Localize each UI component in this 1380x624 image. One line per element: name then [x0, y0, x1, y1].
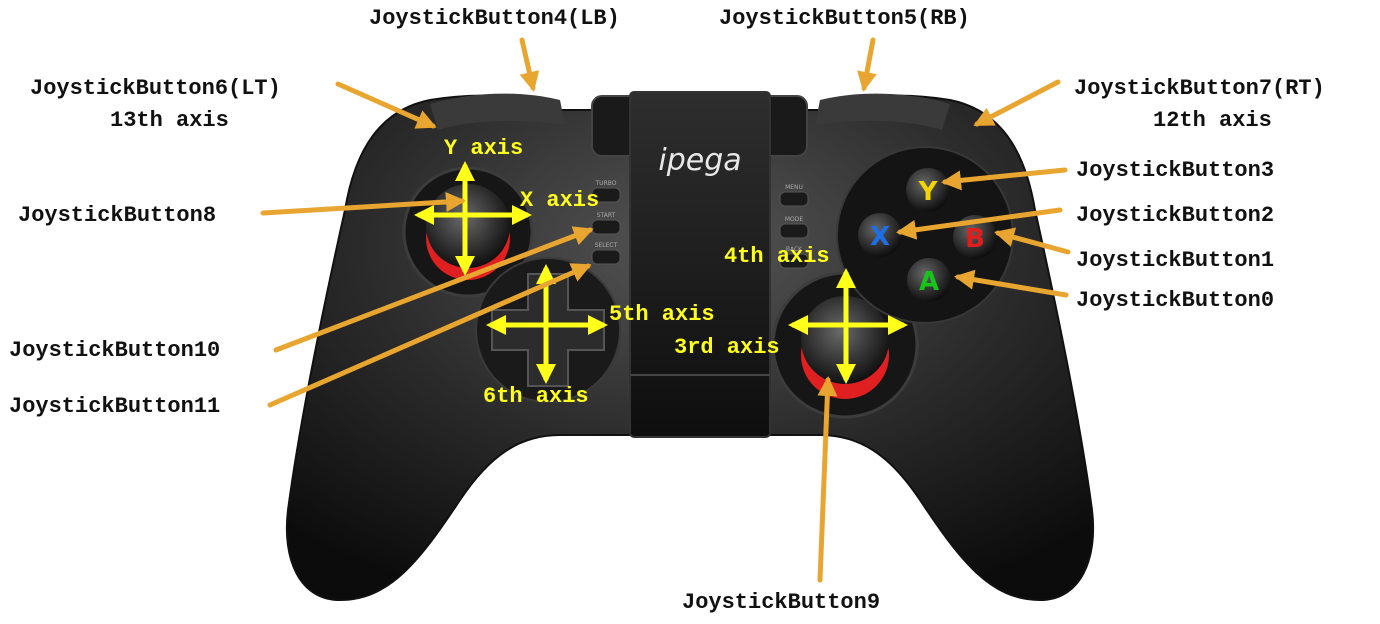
back-label: BACK [786, 246, 803, 253]
label-5th-axis: 5th axis [609, 302, 715, 327]
back-button[interactable] [779, 253, 809, 269]
a-button-glyph: A [919, 267, 939, 297]
select-label: SELECT [595, 242, 618, 249]
label-x-axis: X axis [520, 188, 600, 213]
label-button3: JoystickButton3 [1076, 158, 1275, 183]
label-button10: JoystickButton10 [9, 338, 221, 363]
button8-arrow [260, 191, 466, 216]
label-button2: JoystickButton2 [1076, 203, 1275, 228]
label-button9: JoystickButton9 [682, 590, 881, 615]
callout-arrows [260, 37, 1071, 583]
button1-arrow [994, 227, 1071, 255]
a-button[interactable]: A [907, 258, 951, 302]
label-lb: JoystickButton4(LB) [369, 6, 620, 31]
menu-label: MENU [785, 184, 803, 191]
lt-arrow [335, 81, 437, 129]
button10-arrow [273, 226, 594, 353]
x-button[interactable]: X [858, 213, 902, 257]
right-small-buttons: MENU MODE BACK [779, 184, 809, 269]
rb-arrow [857, 37, 877, 92]
label-y-axis: Y axis [444, 136, 524, 161]
rt-arrow [973, 79, 1061, 127]
button2-arrow [896, 207, 1063, 240]
select-button[interactable] [591, 249, 621, 265]
face-buttons: Y X B A [836, 146, 1014, 324]
button11-arrow [267, 263, 592, 408]
label-button11: JoystickButton11 [9, 394, 221, 419]
label-lt-line2: 13th axis [110, 108, 229, 133]
label-4th-axis: 4th axis [724, 244, 830, 269]
phone-clip [591, 91, 808, 438]
button9-arrow [817, 376, 838, 583]
label-3rd-axis: 3rd axis [674, 335, 780, 360]
axis-arrows [414, 161, 908, 384]
label-button0: JoystickButton0 [1076, 288, 1275, 313]
left-small-buttons: TURBO START SELECT [591, 180, 621, 265]
b-button-glyph: B [965, 224, 985, 254]
start-button[interactable] [591, 219, 621, 235]
brand-logo: ipega [658, 143, 741, 178]
menu-button[interactable] [779, 191, 809, 207]
label-button8: JoystickButton8 [18, 203, 217, 228]
y-button[interactable]: Y [906, 168, 950, 212]
turbo-button[interactable] [591, 187, 621, 203]
start-label: START [597, 212, 616, 219]
label-button1: JoystickButton1 [1076, 248, 1275, 273]
x-button-glyph: X [870, 222, 890, 252]
label-rt-line2: 12th axis [1153, 108, 1272, 133]
y-button-glyph: Y [918, 177, 939, 207]
button3-arrow [941, 167, 1068, 191]
lb-arrow [519, 37, 540, 92]
mode-label: MODE [785, 216, 804, 223]
label-rb: JoystickButton5(RB) [719, 6, 970, 31]
label-lt-line1: JoystickButton6(LT) [30, 76, 281, 101]
label-6th-axis: 6th axis [483, 384, 589, 409]
label-rt-line1: JoystickButton7(RT) [1074, 76, 1325, 101]
button0-arrow [954, 269, 1069, 298]
turbo-label: TURBO [595, 180, 617, 187]
b-button[interactable]: B [953, 215, 997, 259]
mode-button[interactable] [779, 223, 809, 239]
